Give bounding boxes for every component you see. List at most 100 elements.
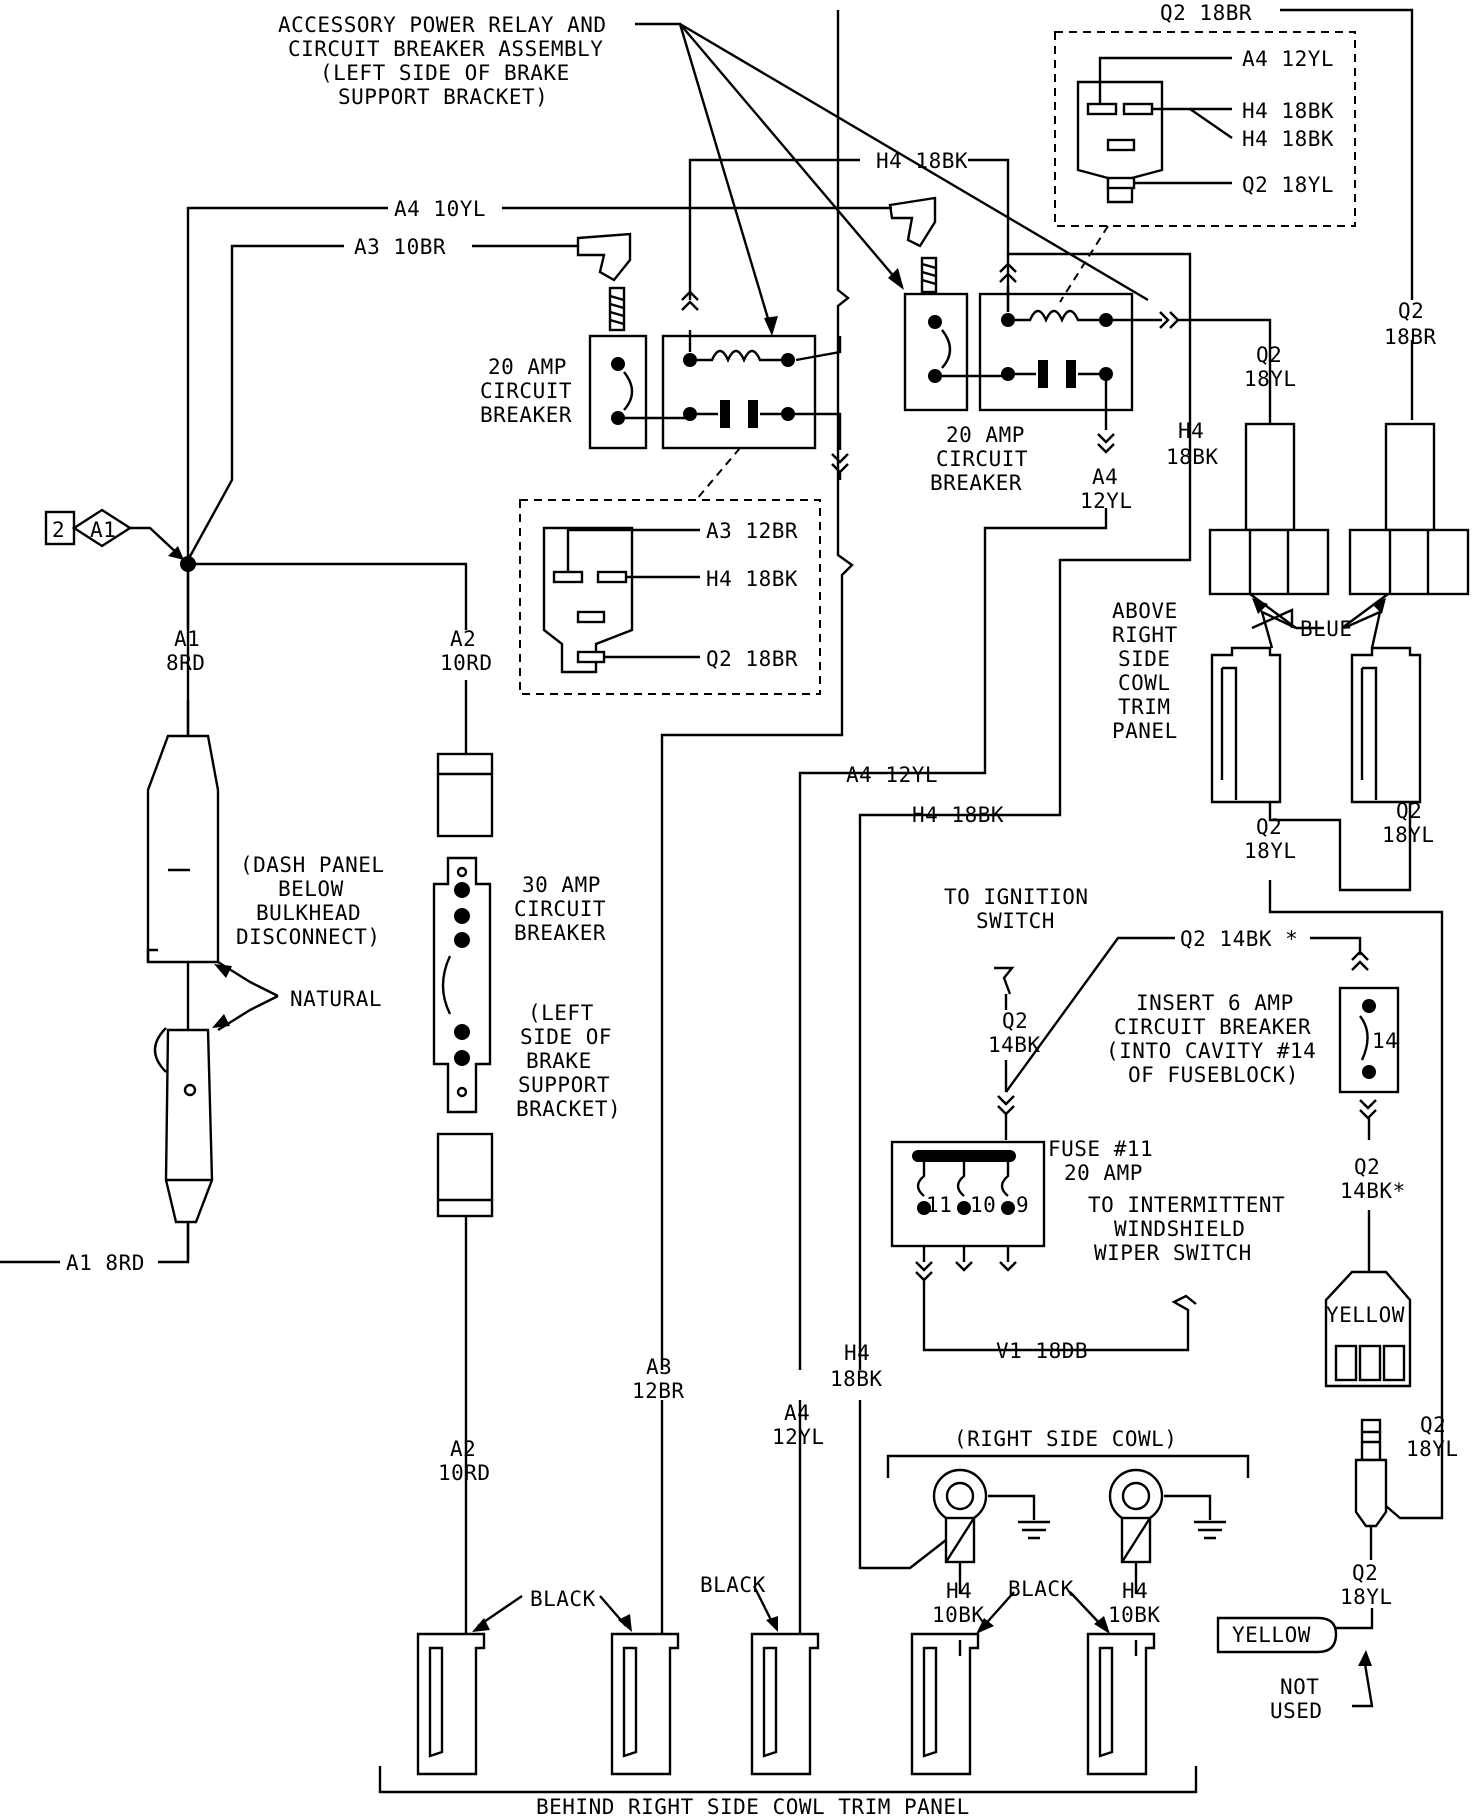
label-wiper-2: WINDSHIELD [1114, 1217, 1245, 1241]
label-above-3: SIDE [1118, 647, 1171, 671]
label-q2-18yl-d-b: 18YL [1382, 823, 1435, 847]
right-relay [798, 252, 1272, 1370]
label-dash-4: DISCONNECT) [236, 925, 381, 949]
label-cavity-14: 14 [1372, 1029, 1398, 1053]
label-above-5: TRIM [1118, 695, 1171, 719]
label-yellow-tag: YELLOW [1232, 1623, 1311, 1647]
label-wiper-3: WIPER SWITCH [1094, 1241, 1252, 1265]
circuit-breaker-30a [432, 680, 494, 1640]
label-wiper-1: TO INTERMITTENT [1088, 1193, 1285, 1217]
label-left-1: (LEFT [528, 1001, 594, 1025]
label-insert-2: CIRCUIT BREAKER [1114, 1015, 1311, 1039]
label-natural: NATURAL [290, 987, 382, 1011]
label-a4-mid-b: 12YL [1080, 489, 1133, 513]
label-assembly-line2: CIRCUIT BREAKER ASSEMBLY [288, 37, 603, 61]
label-a1-8rd-h: A1 8RD [66, 1251, 145, 1275]
label-a2-10rd-b: 10RD [440, 651, 493, 675]
label-q2-14bk-a: Q2 [1002, 1009, 1028, 1033]
label-conn-r-a4: A4 12YL [1242, 47, 1334, 71]
label-q2-18yl-b: 18YL [1244, 367, 1297, 391]
a1-splice-node [44, 508, 468, 630]
label-cb20-left-3: BREAKER [480, 403, 572, 427]
label-h4-18bk-b: 18BK [830, 1367, 883, 1391]
label-conn-r-h4a: H4 18BK [1242, 99, 1334, 123]
label-fuse-1: FUSE #11 [1048, 1137, 1153, 1161]
label-h4-18bk-h: H4 18BK [912, 803, 1004, 827]
fuse-block [890, 1140, 1197, 1352]
label-above-6: PANEL [1112, 719, 1178, 743]
label-cb20-left-1: 20 AMP [488, 355, 567, 379]
a1-in-line-connector [0, 700, 279, 1264]
label-q2-18yl-c-b: 18YL [1244, 839, 1297, 863]
label-above-4: COWL [1118, 671, 1171, 695]
label-yellow-connector: YELLOW [1326, 1303, 1405, 1327]
label-a1-8rd-a: A1 [174, 627, 200, 651]
label-h4-10bk-c: H4 [1122, 1579, 1148, 1603]
label-q2-18yl-f-b: 18YL [1340, 1585, 1393, 1609]
label-above-1: ABOVE [1112, 599, 1178, 623]
label-q2-18br-a: Q2 [1398, 299, 1424, 323]
label-assembly-line4: SUPPORT BRACKET) [338, 85, 548, 109]
label-a4-12yl-a: A4 [784, 1401, 810, 1425]
left-circuit-breaker-20a [588, 334, 648, 450]
label-q2-18br-b: 18BR [1384, 325, 1437, 349]
label-fuse-cavity-9: 9 [1016, 1193, 1029, 1217]
wire-a3-10br [186, 232, 632, 561]
label-cb30-3: BREAKER [514, 921, 606, 945]
label-ign-2: SWITCH [976, 909, 1055, 933]
label-blue: BLUE [1300, 617, 1353, 641]
label-fuse-cavity-10: 10 [970, 1193, 996, 1217]
label-behind-panel: BEHIND RIGHT SIDE COWL TRIM PANEL [536, 1795, 970, 1818]
label-a4-12yl-b: 12YL [772, 1425, 825, 1449]
label-q2-14bk-star-a: Q2 [1354, 1155, 1380, 1179]
label-h4-mid-b: 18BK [1166, 445, 1219, 469]
label-a2-10rd-c: A2 [450, 1437, 476, 1461]
label-q2-18br-top: Q2 18BR [1160, 1, 1252, 25]
wire-h4-18bk-top [688, 158, 1010, 300]
blue-connectors [1208, 420, 1470, 1520]
wire-q2-18br-top [660, 8, 1414, 1370]
label-q2-14bk-b: 14BK [988, 1033, 1041, 1057]
label-q2-18yl-f-a: Q2 [1352, 1561, 1378, 1585]
label-q2-18yl-e-a: Q2 [1420, 1413, 1446, 1437]
label-left-4: SUPPORT [518, 1073, 610, 1097]
label-a4-12yl-h: A4 12YL [846, 763, 938, 787]
label-black-3: BLACK [1008, 1577, 1074, 1601]
left-relay [618, 290, 849, 480]
label-assembly-line1: ACCESSORY POWER RELAY AND [278, 13, 607, 37]
label-h4-18bk-top: H4 18BK [876, 149, 968, 173]
label-q2-18yl-e-b: 18YL [1406, 1437, 1459, 1461]
assembly-callout-arrows [635, 22, 1149, 336]
bottom-black-connectors [378, 1400, 1198, 1794]
label-a4-10yl: A4 10YL [394, 197, 486, 221]
label-ign-1: TO IGNITION [944, 885, 1089, 909]
label-dash-2: BELOW [278, 877, 344, 901]
label-a1-node: A1 [90, 518, 116, 542]
label-h4-10bk-a: H4 [946, 1579, 972, 1603]
label-q2-18yl-a: Q2 [1256, 343, 1282, 367]
bullet-connector [1216, 1418, 1388, 1708]
label-cb20-left-2: CIRCUIT [480, 379, 572, 403]
label-a1-8rd-b: 8RD [166, 651, 205, 675]
diagram-labels: ACCESSORY POWER RELAY AND CIRCUIT BREAKE… [52, 1, 1459, 1818]
label-above-2: RIGHT [1112, 623, 1178, 647]
yellow-connector [1324, 1270, 1412, 1388]
label-a3-12br-b: 12BR [632, 1379, 685, 1403]
label-q2-14bk-top: Q2 14BK * [1180, 927, 1298, 951]
label-insert-4: OF FUSEBLOCK) [1128, 1063, 1299, 1087]
label-a2-10rd-a: A2 [450, 627, 476, 651]
label-not-used-1: NOT [1280, 1675, 1319, 1699]
label-q2-14bk-star-b: 14BK* [1340, 1179, 1406, 1203]
label-conn-r-h4b: H4 18BK [1242, 127, 1334, 151]
label-cb20-right-3: BREAKER [930, 471, 1022, 495]
label-right-side-cowl: (RIGHT SIDE COWL) [954, 1427, 1177, 1451]
right-connector-inset [1054, 31, 1356, 303]
label-h4-mid-a: H4 [1178, 419, 1204, 443]
label-h4-10bk-b: 10BK [932, 1603, 985, 1627]
label-fuse-cavity-11: 11 [926, 1193, 952, 1217]
label-cb30-2: CIRCUIT [514, 897, 606, 921]
label-a4-mid-a: A4 [1092, 465, 1118, 489]
label-left-3: BRAKE [526, 1049, 592, 1073]
